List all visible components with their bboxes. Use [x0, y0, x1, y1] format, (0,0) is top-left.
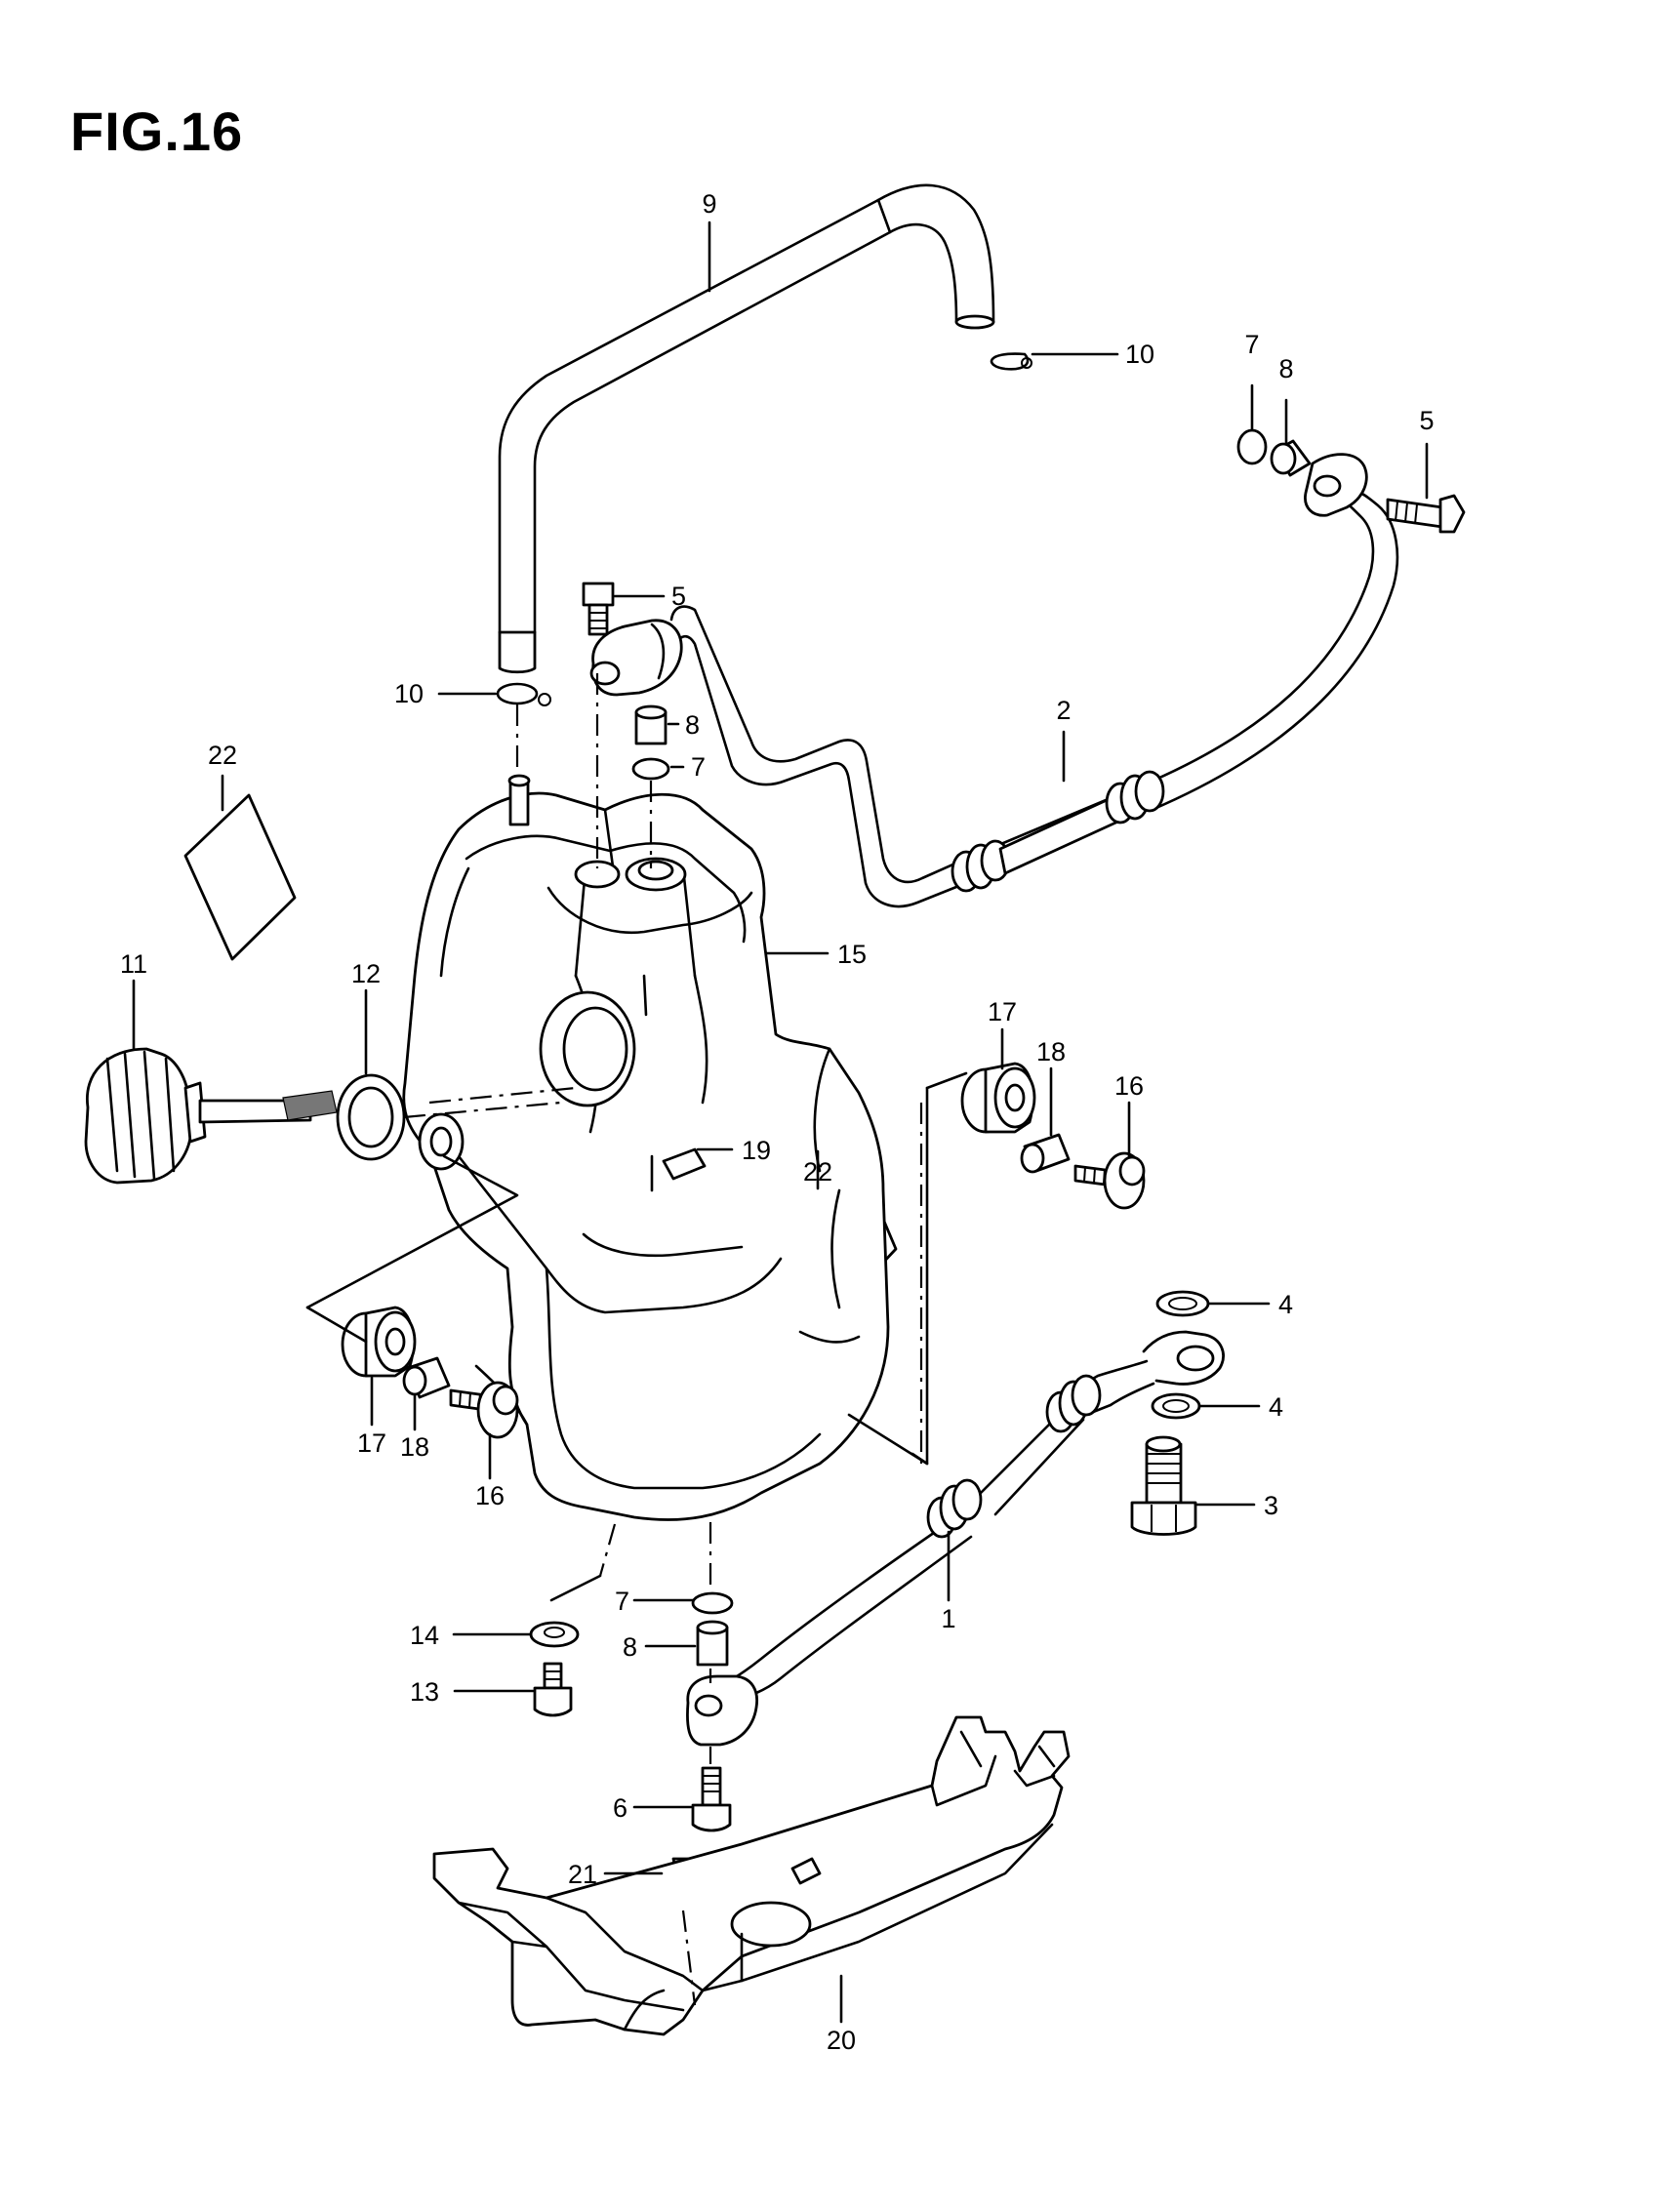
callout-2: 2 [1056, 696, 1071, 725]
callout-16-right: 16 [1114, 1071, 1144, 1101]
callout-12: 12 [351, 959, 381, 988]
fuel-pipe-2 [589, 453, 1399, 908]
collar-8-lower [696, 1620, 729, 1667]
label-22-left [183, 793, 297, 961]
washer-14 [529, 1621, 580, 1648]
bolt-13 [533, 1662, 573, 1717]
bolt-16-left [449, 1381, 519, 1439]
callout-9: 9 [702, 189, 716, 219]
callout-6: 6 [613, 1793, 627, 1823]
callout-22-left: 22 [208, 741, 237, 770]
callout-8-center: 8 [685, 710, 700, 740]
callout-14: 14 [410, 1621, 439, 1650]
callout-11: 11 [120, 949, 147, 979]
callout-10-upper: 10 [1125, 340, 1154, 369]
label-19 [662, 1147, 707, 1181]
collar-18-left [402, 1356, 451, 1399]
fuel-tank-15 [402, 774, 890, 1521]
grommet-17-left [341, 1306, 417, 1378]
callout-19: 19 [742, 1136, 771, 1165]
callout-8-upper-right: 8 [1278, 354, 1293, 383]
bolt-5-center [582, 582, 615, 636]
callout-17-left: 17 [357, 1428, 386, 1458]
bolt-6 [691, 1766, 732, 1832]
o-ring-7-center [631, 757, 670, 781]
callout-17-right: 17 [988, 997, 1017, 1026]
callout-4-upper: 4 [1278, 1290, 1293, 1319]
breather-hose-9 [498, 183, 995, 674]
callout-16-left: 16 [475, 1481, 505, 1510]
bolt-16-right [1073, 1151, 1146, 1210]
callout-15: 15 [837, 940, 867, 969]
callout-numbers: 9 10 7 8 5 5 10 8 7 2 22 15 11 12 17 18 … [120, 189, 1435, 2055]
bolt-5-upper-right [1386, 494, 1466, 534]
fuel-cap-11 [84, 1047, 338, 1185]
callout-18-right: 18 [1036, 1037, 1066, 1066]
clip-10-lower [496, 682, 551, 706]
o-ring-7-lower [691, 1591, 734, 1615]
callout-10-lower: 10 [394, 679, 424, 708]
clip-10-upper [990, 352, 1032, 371]
callout-5-upper-right: 5 [1419, 406, 1434, 435]
washer-4-lower [1151, 1392, 1201, 1420]
callout-21: 21 [568, 1860, 597, 1889]
callout-5-center: 5 [671, 582, 686, 611]
collar-8-center [634, 704, 668, 745]
callout-1: 1 [941, 1604, 955, 1633]
union-bolt-3 [1130, 1435, 1197, 1536]
callout-22-center: 22 [803, 1157, 832, 1186]
callout-18-left: 18 [400, 1432, 429, 1462]
o-ring-7-upper-right [1236, 428, 1268, 465]
callout-3: 3 [1264, 1491, 1278, 1520]
gasket-12 [336, 1073, 406, 1161]
callout-7-upper-right: 7 [1244, 330, 1259, 359]
collar-18-right [1020, 1133, 1071, 1174]
callout-4-lower: 4 [1269, 1392, 1283, 1422]
figure-title: FIG.16 [70, 101, 244, 162]
grommet-17-right [960, 1062, 1036, 1134]
fuel-hose-1 [686, 1330, 1225, 1747]
callout-7-lower: 7 [615, 1587, 629, 1616]
callout-8-lower: 8 [623, 1632, 637, 1662]
collar-8-upper-right [1270, 439, 1312, 477]
callout-20: 20 [827, 2026, 856, 2055]
assembly-lines [305, 673, 968, 2006]
leader-lines [132, 221, 1429, 2024]
callout-7-center: 7 [691, 752, 706, 782]
washer-4-upper [1155, 1290, 1210, 1317]
callout-13: 13 [410, 1677, 439, 1707]
skid-plate-20 [432, 1715, 1071, 2036]
